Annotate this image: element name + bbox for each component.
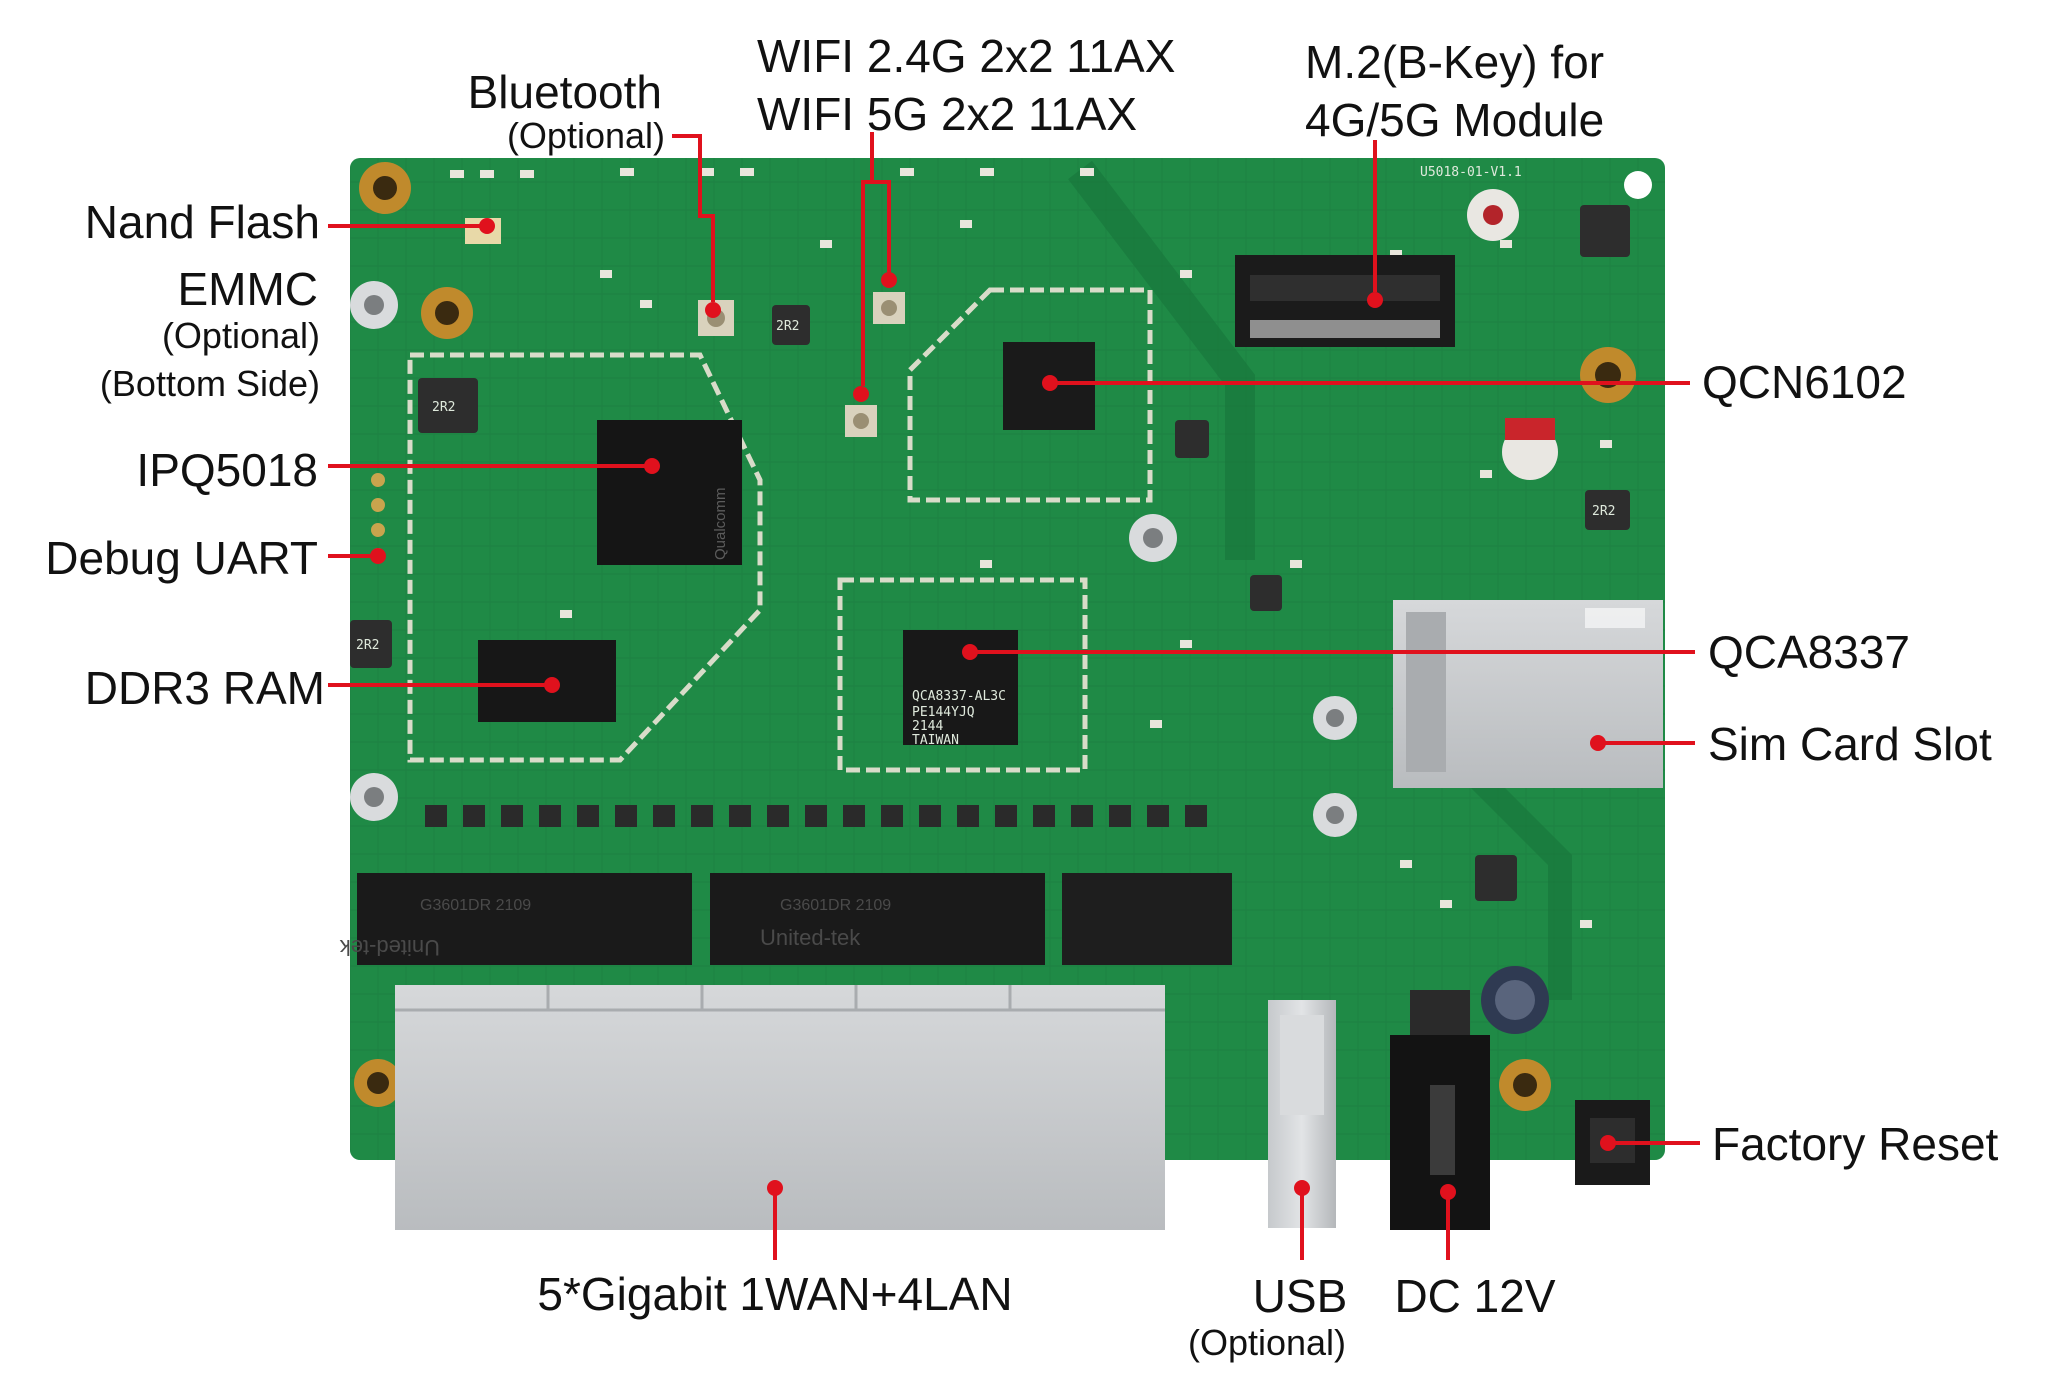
label-emmc: EMMC xyxy=(177,263,318,315)
inductor: 2R2 xyxy=(418,378,478,433)
label-m2-line1: M.2(B-Key) for xyxy=(1305,36,1604,88)
svg-text:Qualcomm: Qualcomm xyxy=(712,487,729,560)
label-qcn6102: QCN6102 xyxy=(1702,356,1907,408)
label-ddr3-ram: DDR3 RAM xyxy=(85,662,325,714)
hole-silver xyxy=(1313,696,1357,740)
hole-silver xyxy=(1624,171,1652,199)
svg-text:PE144YJQ: PE144YJQ xyxy=(912,705,975,720)
label-bluetooth: Bluetooth xyxy=(468,66,662,118)
svg-text:G3601DR 2109: G3601DR 2109 xyxy=(780,897,891,914)
label-usb-optional: (Optional) xyxy=(1188,1322,1346,1363)
dc-jack xyxy=(1390,990,1490,1230)
leader-lines xyxy=(328,132,1700,1260)
qca8337-chip: QCA8337-AL3C PE144YJQ 2144 TAIWAN xyxy=(903,630,1018,748)
label-debug-uart: Debug UART xyxy=(45,532,318,584)
svg-text:QCA8337-AL3C: QCA8337-AL3C xyxy=(912,689,1006,704)
svg-text:2R2: 2R2 xyxy=(356,638,379,653)
port-led-row xyxy=(425,805,1207,827)
ipq5018-chip: Qualcomm xyxy=(597,420,742,565)
label-ethernet: 5*Gigabit 1WAN+4LAN xyxy=(537,1268,1012,1320)
m2-slot xyxy=(1235,255,1455,347)
hole-gold xyxy=(421,287,473,339)
hole-silver xyxy=(1313,793,1357,837)
label-wifi-5g: WIFI 5G 2x2 11AX xyxy=(757,88,1137,140)
svg-text:United-tek: United-tek xyxy=(760,925,861,950)
inductor: 2R2 xyxy=(350,620,392,668)
hole-gold xyxy=(354,1059,402,1107)
svg-text:2144: 2144 xyxy=(912,719,943,734)
svg-text:TAIWAN: TAIWAN xyxy=(912,733,959,748)
capacitors xyxy=(1467,189,1558,1034)
smd-components xyxy=(450,168,1612,928)
label-nand-flash: Nand Flash xyxy=(85,196,320,248)
magnetics-1: United-tek G3601DR 2109 xyxy=(339,873,692,965)
wifi-antenna-connector-5g xyxy=(845,405,877,437)
label-bluetooth-optional: (Optional) xyxy=(507,115,665,156)
wifi-antenna-connector-24g xyxy=(873,292,905,324)
mounting-holes xyxy=(350,162,1652,1111)
svg-text:G3601DR 2109: G3601DR 2109 xyxy=(420,897,531,914)
shield-frames xyxy=(407,287,1153,773)
hole-gold xyxy=(1580,347,1636,403)
hole-silver xyxy=(350,281,398,329)
hole-gold xyxy=(359,162,411,214)
hole-silver xyxy=(350,773,398,821)
magnetics-3 xyxy=(1062,873,1232,965)
svg-text:2R2: 2R2 xyxy=(432,400,455,415)
hole-gold xyxy=(1499,1059,1551,1111)
label-emmc-optional: (Optional) xyxy=(162,315,320,356)
label-emmc-bottom: (Bottom Side) xyxy=(100,363,320,404)
svg-text:2R2: 2R2 xyxy=(776,319,799,334)
label-m2-line2: 4G/5G Module xyxy=(1305,94,1604,146)
label-dc-12v: DC 12V xyxy=(1394,1270,1555,1322)
svg-text:United-tek: United-tek xyxy=(339,935,440,960)
board-revision: U5018-01-V1.1 xyxy=(1420,165,1522,180)
inductor: 2R2 xyxy=(772,305,810,345)
label-ipq5018: IPQ5018 xyxy=(136,444,318,496)
label-factory-reset: Factory Reset xyxy=(1712,1118,1999,1170)
magnetics-2: United-tek G3601DR 2109 xyxy=(710,873,1045,965)
label-qca8337: QCA8337 xyxy=(1708,626,1910,678)
sim-card-slot xyxy=(1393,600,1663,788)
inductors: 2R2 2R2 2R2 2R2 xyxy=(350,205,1630,901)
svg-text:2R2: 2R2 xyxy=(1592,504,1615,519)
label-wifi-24g: WIFI 2.4G 2x2 11AX xyxy=(757,30,1175,82)
inductor: 2R2 xyxy=(1585,490,1630,530)
hole-silver xyxy=(1129,514,1177,562)
label-sim-card-slot: Sim Card Slot xyxy=(1708,718,1992,770)
callout-labels: Nand Flash EMMC (Optional) (Bottom Side)… xyxy=(45,30,1998,1363)
label-usb: USB xyxy=(1253,1270,1348,1322)
